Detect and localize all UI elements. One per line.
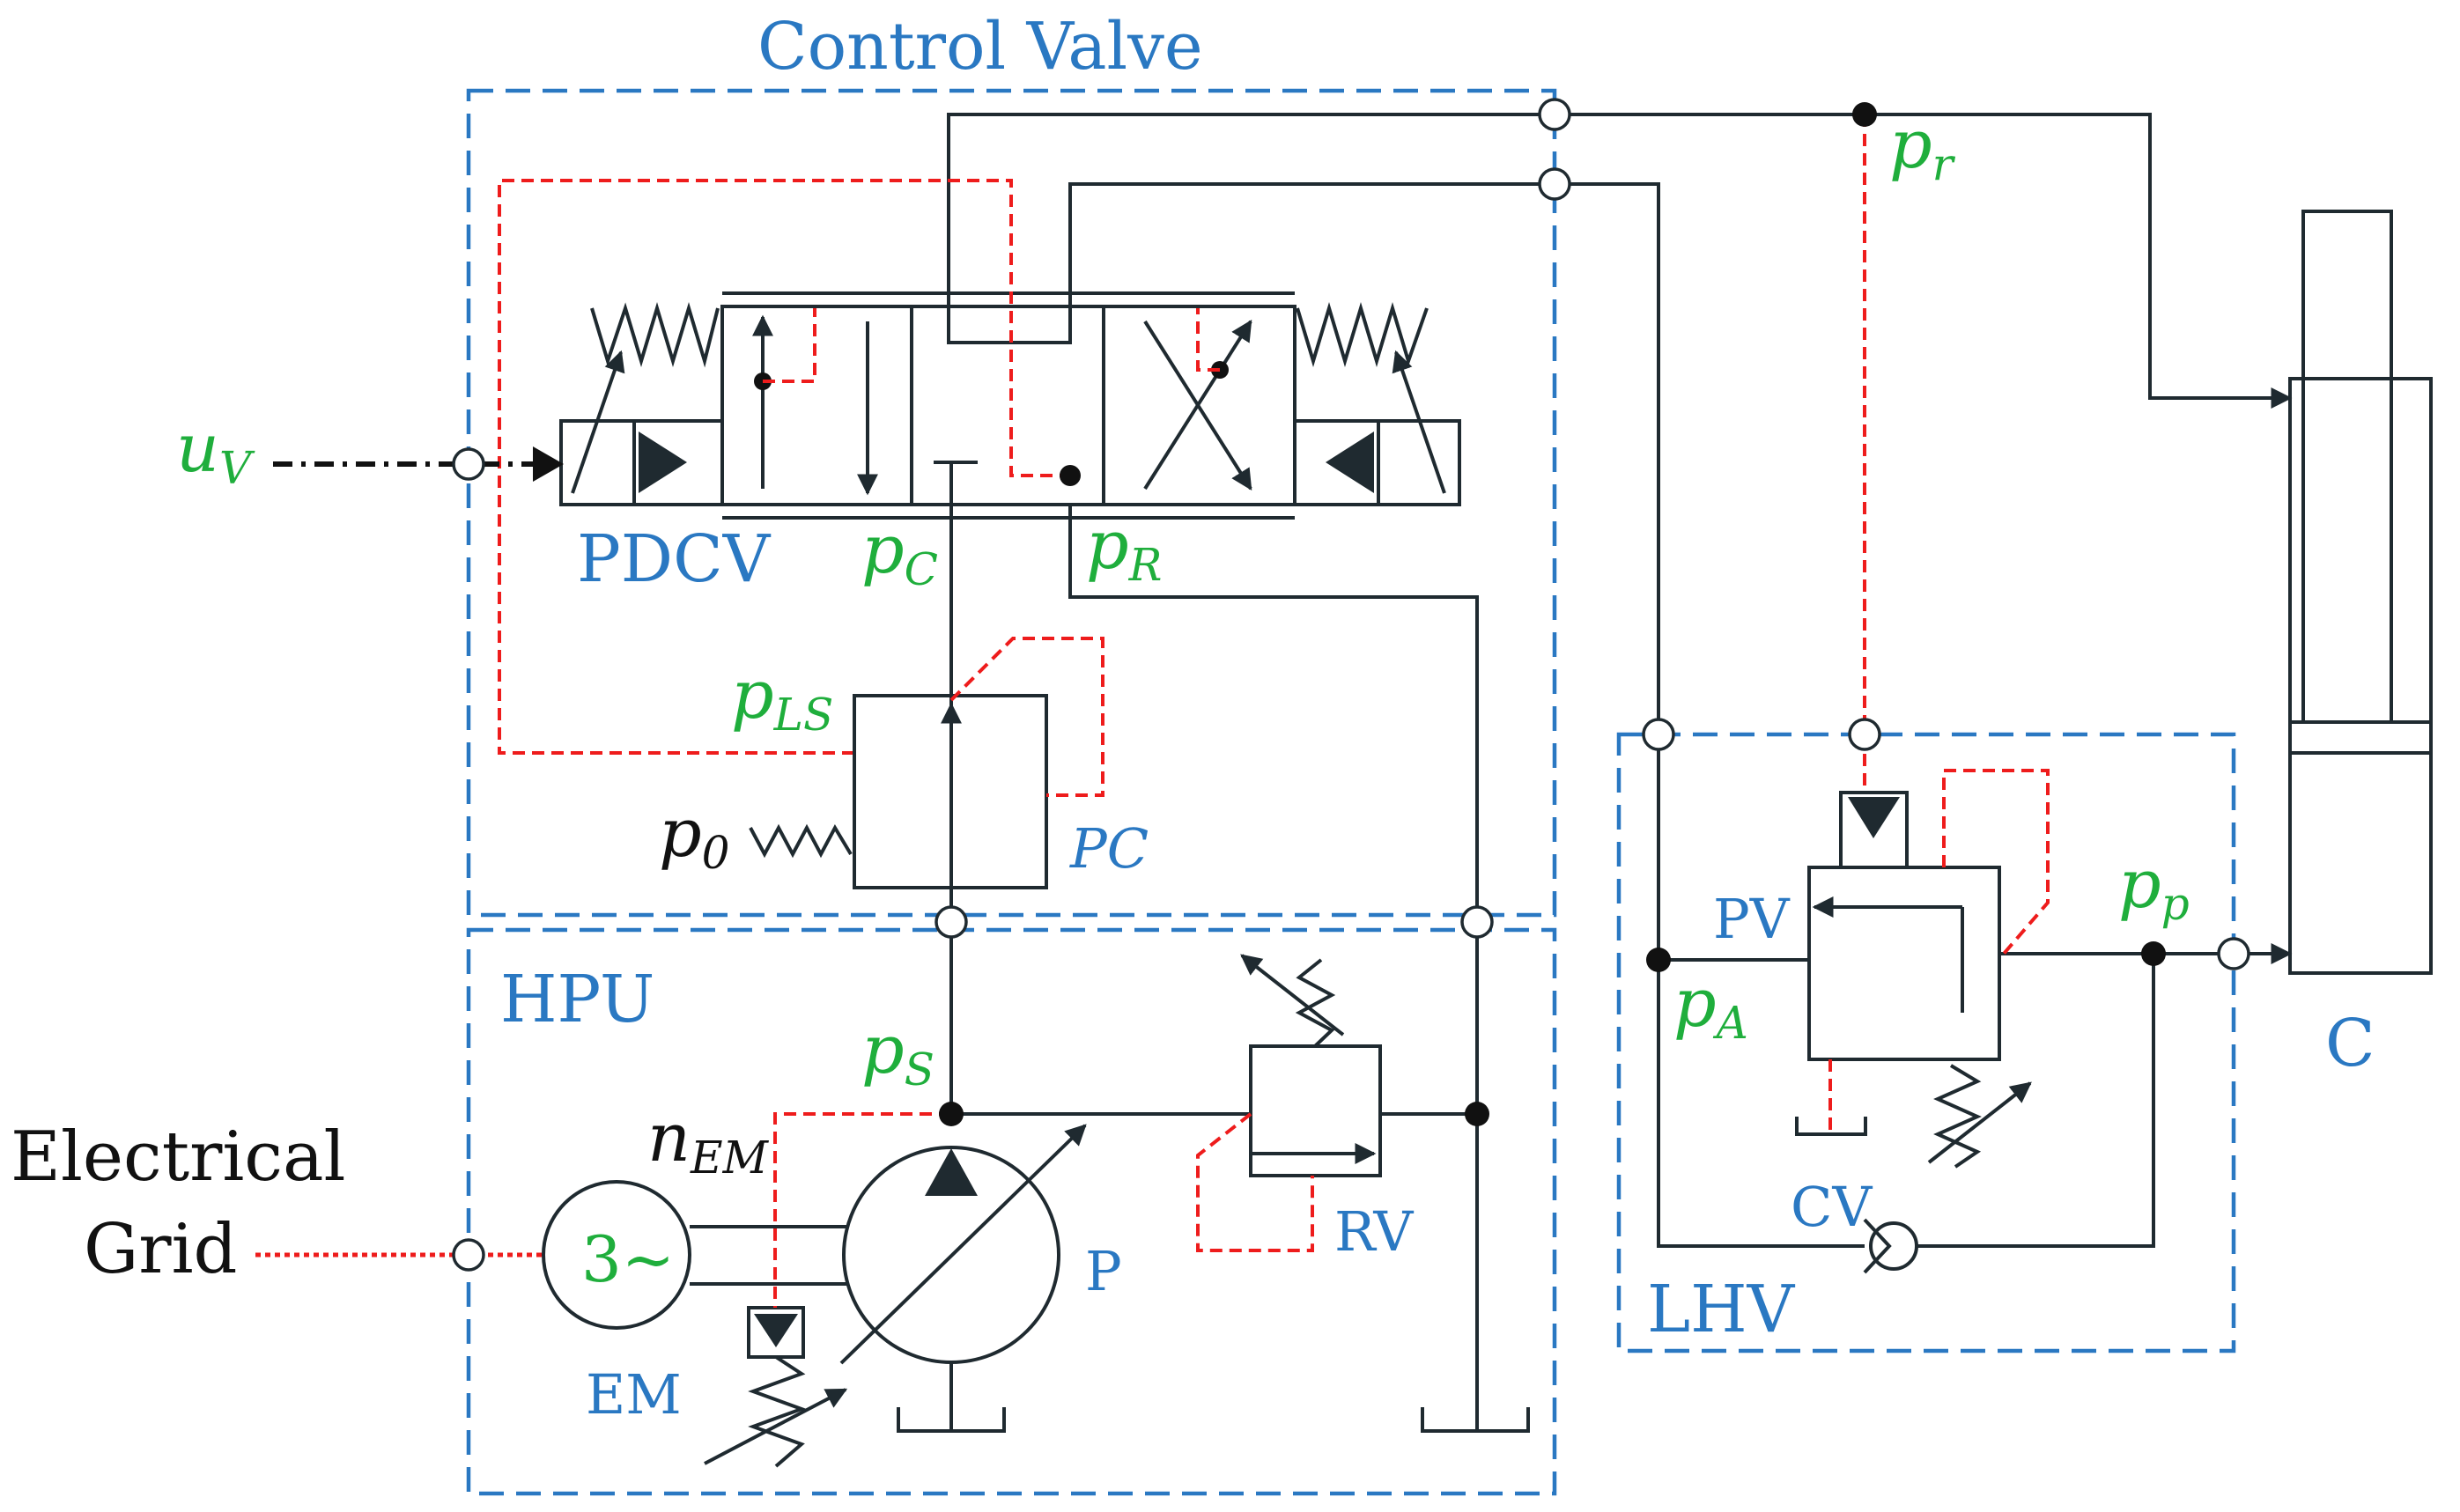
signal-pc: pC xyxy=(861,510,938,595)
signal-pr-lower: pr xyxy=(1889,105,1956,190)
junction-ps xyxy=(939,1102,964,1126)
line-pr-tank xyxy=(1068,505,1479,1431)
signal-uv: uV xyxy=(176,409,255,494)
port-ps xyxy=(935,905,968,939)
rv-label: RV xyxy=(1334,1199,1414,1264)
cv-label: CV xyxy=(1791,1175,1873,1239)
pc-pilot xyxy=(949,637,1104,797)
port-lhv-p xyxy=(2217,937,2250,970)
pv-label: PV xyxy=(1713,887,1791,951)
pdcv-pilot-left xyxy=(763,308,816,383)
signal-pp: pp xyxy=(2118,845,2190,930)
pc-label: PC xyxy=(1069,816,1149,881)
signal-pls: pLS xyxy=(731,655,833,741)
ls-pilot-line xyxy=(498,179,1070,755)
grid-label-line1: Electrical xyxy=(11,1117,345,1197)
port-top-2 xyxy=(1538,167,1571,201)
pv-pilot xyxy=(1942,769,2050,955)
pdcv-label: PDCV xyxy=(577,521,772,597)
junction-rv-tank xyxy=(1465,1102,1489,1126)
c-label: C xyxy=(2325,1006,2375,1081)
cv-valve xyxy=(1863,1218,1918,1274)
pdcv-valve xyxy=(559,291,1461,520)
control-valve-boundary xyxy=(466,88,1557,918)
junction-pp xyxy=(2141,941,2166,966)
signal-p0: p0 xyxy=(659,793,730,879)
signal-nem: nEM xyxy=(647,1098,770,1184)
port-grid xyxy=(452,1238,485,1272)
port-lhv-r xyxy=(1848,718,1881,751)
cylinder xyxy=(2288,210,2433,975)
control-valve-title: Control Valve xyxy=(757,9,1203,85)
lhv-boundary xyxy=(1616,732,2236,1353)
signal-pr-upper: pR xyxy=(1086,505,1162,591)
signal-ps: pS xyxy=(861,1010,935,1095)
line-lhv-left xyxy=(1657,960,1865,1248)
rv-pilot xyxy=(1196,1112,1314,1252)
line-second xyxy=(1068,182,1660,960)
pc-valve xyxy=(749,694,1048,889)
line-cv-right xyxy=(1916,954,2155,1248)
signal-pa: pA xyxy=(1673,963,1748,1049)
port-top-1 xyxy=(1538,98,1571,131)
lhv-label: LHV xyxy=(1647,1272,1796,1347)
port-uv xyxy=(452,447,485,481)
motor-symbol: 3~ xyxy=(581,1222,675,1296)
line-pr-main xyxy=(947,113,2290,400)
pv-valve xyxy=(1795,791,2032,1169)
grid-label-line2: Grid xyxy=(84,1210,237,1289)
port-lhv-a xyxy=(1642,718,1675,751)
electric-motor xyxy=(542,1180,691,1330)
pdcv-pilot-right xyxy=(1196,308,1220,372)
rv-valve xyxy=(1240,954,1382,1177)
hpu-label: HPU xyxy=(500,962,654,1037)
port-tank xyxy=(1460,905,1494,939)
junction-pa xyxy=(1646,948,1671,972)
em-label: EM xyxy=(586,1362,682,1427)
pump-pilot xyxy=(773,1112,951,1308)
junction-pr xyxy=(1852,102,1877,127)
hpu-boundary xyxy=(466,927,1557,1496)
p-label: P xyxy=(1085,1239,1122,1303)
